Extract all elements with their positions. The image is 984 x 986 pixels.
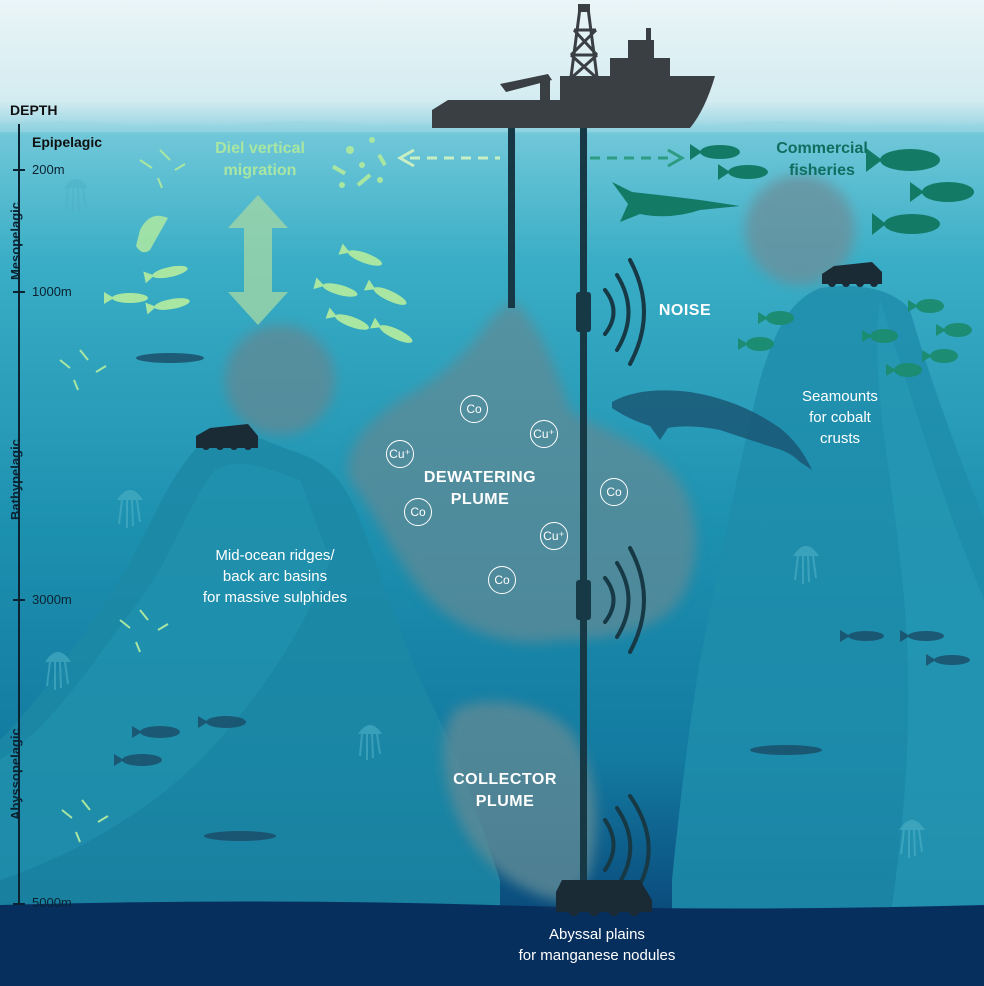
krill bbox=[59, 149, 186, 843]
tick-3000m: 3000m bbox=[32, 592, 72, 607]
seamount-crawler bbox=[822, 262, 882, 287]
copper-ion: Cu⁺ bbox=[386, 440, 414, 468]
riser-pipe bbox=[580, 128, 587, 888]
mining-ship bbox=[432, 4, 715, 128]
deep-sea-fish bbox=[114, 353, 970, 841]
seamount bbox=[672, 286, 984, 986]
zone-bathypelagic: Bathypelagic bbox=[8, 439, 23, 520]
jellyfish bbox=[45, 179, 925, 858]
depth-axis bbox=[13, 124, 25, 905]
cobalt-ion: Co bbox=[404, 498, 432, 526]
copper-ion: Cu⁺ bbox=[530, 420, 558, 448]
mid-ocean-ridge bbox=[0, 431, 500, 986]
cobalt-ion: Co bbox=[600, 478, 628, 506]
noise-label: NOISE bbox=[658, 302, 712, 319]
cobalt-ion: Co bbox=[460, 395, 488, 423]
whale bbox=[612, 390, 812, 470]
ridge-vehicle-plume bbox=[225, 325, 335, 435]
nodule-collector bbox=[556, 880, 652, 916]
ridge-crawler bbox=[196, 424, 258, 450]
migration-arrow bbox=[228, 195, 288, 325]
abyssal-plain bbox=[0, 901, 984, 986]
fishery-fish bbox=[612, 144, 974, 235]
cobalt-ion: Co bbox=[488, 566, 516, 594]
tick-200m: 200m bbox=[32, 162, 65, 177]
tick-5000m: 5000m bbox=[32, 895, 72, 910]
reef-fish bbox=[738, 299, 972, 377]
zone-mesopelagic: Mesopelagic bbox=[8, 201, 23, 280]
zone-epipelagic: Epipelagic bbox=[32, 134, 103, 150]
dewatering-pipe bbox=[508, 128, 515, 308]
dewatering-plume-cloud bbox=[348, 300, 697, 643]
tick-1000m: 1000m bbox=[32, 284, 72, 299]
depth-axis-title: DEPTH bbox=[10, 102, 58, 118]
plankton-cluster bbox=[331, 137, 387, 188]
copper-ion: Cu⁺ bbox=[540, 522, 568, 550]
zone-abyssopelagic: Abyssopelagic bbox=[8, 728, 23, 820]
migrating-fish bbox=[104, 215, 413, 343]
seamount-vehicle-plume bbox=[745, 175, 855, 285]
collector-plume-cloud bbox=[443, 701, 596, 900]
